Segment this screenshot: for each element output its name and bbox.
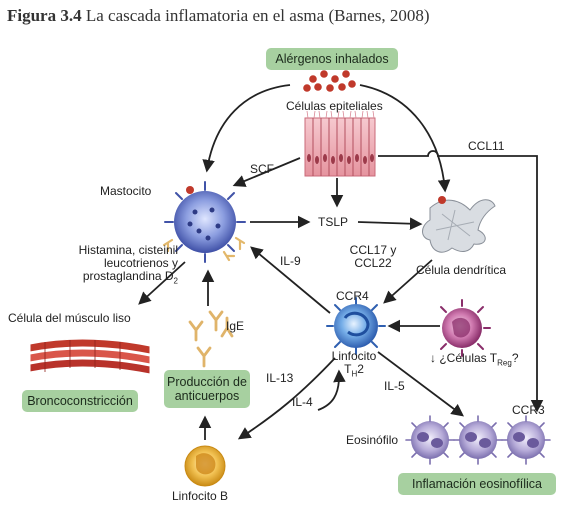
il9-label: IL-9 <box>280 254 301 268</box>
arrow-il5 <box>377 351 465 417</box>
figure-caption: La cascada inflamatoria en el asma (Barn… <box>81 6 430 25</box>
eosinophil-label: Eosinófilo <box>346 433 399 447</box>
th2-T: T <box>344 362 352 377</box>
bronchoconstriction-box: Broncoconstricción <box>22 390 138 412</box>
treg-prefix: ↓ ¿Células T <box>430 351 498 365</box>
th2-lymphocyte-icon <box>326 297 386 355</box>
figure-title: Figura 3.4 La cascada inflamatoria en el… <box>7 6 429 26</box>
figure-label: Figura 3.4 <box>7 6 82 25</box>
epithelial-tissue-icon <box>304 110 376 177</box>
eosinophil-icon <box>405 415 551 465</box>
treg-label: ↓ ¿Células TReg? <box>430 351 519 368</box>
th2-2: 2 <box>357 362 364 377</box>
il13-label: IL-13 <box>266 371 294 385</box>
b-lymphocyte-icon <box>184 445 226 487</box>
th2-subscript: H <box>351 369 358 379</box>
th2-label: Linfocito TH2 <box>324 349 384 379</box>
mediators-line3-text: prostaglandina D <box>82 269 174 284</box>
ccr3-label: CCR3 <box>512 403 545 417</box>
treg-suffix: ? <box>511 351 519 365</box>
allergens-box: Alérgenos inhalados <box>266 48 398 70</box>
dendritic-cell-icon <box>422 196 496 253</box>
dendritic-cell-label: Célula dendrítica <box>416 263 507 277</box>
smooth-muscle-icon <box>29 338 151 375</box>
antibody-production-box: Producción de anticuerpos <box>164 370 250 408</box>
arrow-mastcell-to-muscle <box>138 261 186 305</box>
allergen-particles-icon <box>303 70 356 92</box>
th2-line2: TH2 <box>324 363 384 379</box>
tslp-label: TSLP <box>318 215 349 229</box>
arrow-il4 <box>317 369 346 411</box>
eosinophilic-inflammation-box: Inflamación eosinofílica <box>398 473 556 495</box>
antibody-production-line1: Producción de <box>167 374 247 389</box>
mediators-subscript: 2 <box>173 276 178 286</box>
arrow-dendritic-to-th2 <box>383 259 433 304</box>
antibody-production-line2: anticuerpos <box>174 389 240 403</box>
mediators-line1: Histamina, cisteinil <box>78 243 178 257</box>
mast-cell-label: Mastocito <box>100 184 152 198</box>
arrow-scf <box>232 157 301 187</box>
il5-label: IL-5 <box>384 379 405 393</box>
ccl17-line1: CCL17 y <box>349 243 397 257</box>
mediators-line3: prostaglandina D2 <box>40 270 178 286</box>
treg-subscript: Reg <box>497 358 512 368</box>
arrow-epithelium-to-mastcell <box>202 84 291 173</box>
ccl17-line2: CCL22 <box>354 256 392 271</box>
arrow-il13 <box>237 357 336 440</box>
ccr4-label: CCR4 <box>336 289 369 303</box>
arrows <box>138 84 544 440</box>
il4-label: IL-4 <box>292 395 313 409</box>
arrow-epithelium-to-dendritic <box>359 84 451 193</box>
scf-label: SCF <box>250 162 274 176</box>
ccl17-ccl22-label: CCL17 y CCL22 <box>345 243 401 271</box>
mast-cell-icon <box>162 181 246 263</box>
ccl11-label: CCL11 <box>468 139 505 153</box>
epithelial-cells-label: Células epiteliales <box>286 99 383 113</box>
ige-antibodies-icon <box>188 310 234 368</box>
arrow-ccl11 <box>378 150 544 413</box>
arrow-il9 <box>250 246 331 314</box>
mediators-line2: leucotrienos y <box>103 256 178 271</box>
treg-cell-icon <box>440 299 491 357</box>
ige-label: IgE <box>226 319 245 333</box>
b-cell-label: Linfocito B <box>172 489 229 503</box>
mediators-label: Histamina, cisteinil leucotrienos y pros… <box>40 243 178 287</box>
arrow-tslp-to-dendritic <box>357 217 423 230</box>
th2-line1: Linfocito <box>331 349 377 363</box>
smooth-muscle-label: Célula del músculo liso <box>8 311 131 325</box>
